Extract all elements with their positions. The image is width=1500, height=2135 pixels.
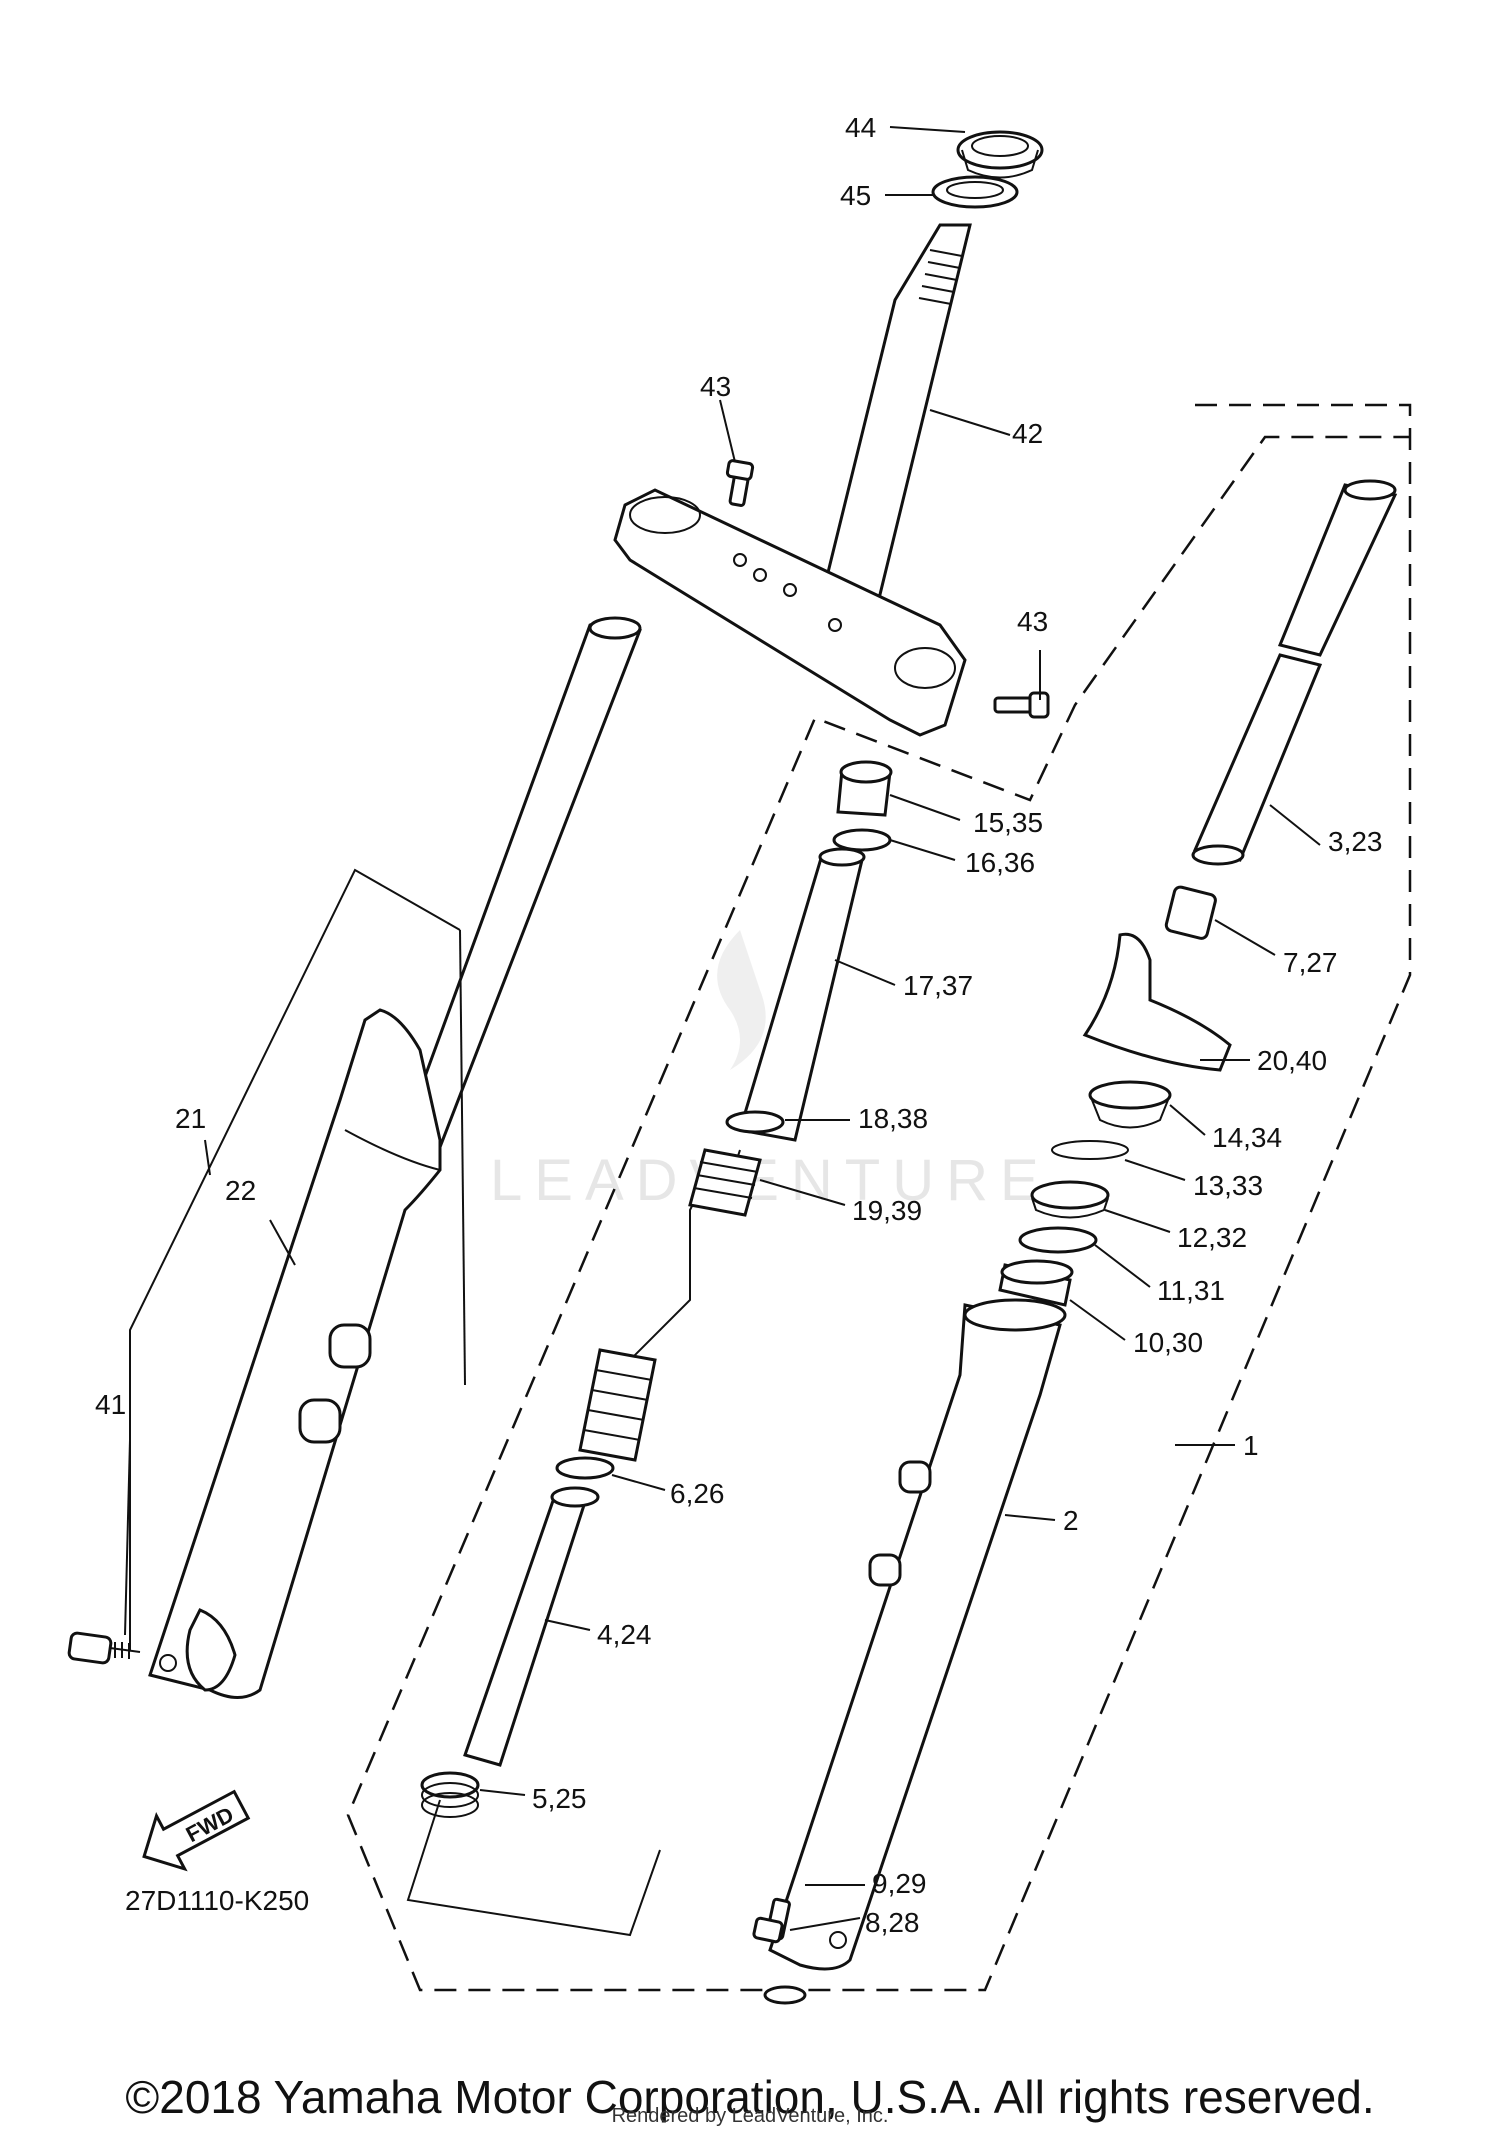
outer-tube-part <box>768 1298 1067 1971</box>
watermark: LEADVENTURE <box>490 1148 1051 1213</box>
callout-14-34: 14,34 <box>1212 1122 1282 1153</box>
callout-6-26: 6,26 <box>670 1478 725 1509</box>
clip-part <box>1051 1140 1129 1160</box>
slide-metal-part <box>998 1259 1074 1307</box>
callout-4-24: 4,24 <box>597 1619 652 1650</box>
fork-spring-part <box>578 1148 762 1462</box>
cap-bolt-part <box>836 760 893 817</box>
spacer-part <box>738 847 866 1142</box>
callout-43: 43 <box>1017 606 1048 637</box>
callout-43: 43 <box>700 371 731 402</box>
callout-44: 44 <box>845 112 876 143</box>
leader-lines <box>124 126 1321 1937</box>
callout-15-35: 15,35 <box>973 807 1043 838</box>
callout-8-28: 8,28 <box>865 1907 920 1938</box>
callout-9-29: 9,29 <box>872 1868 927 1899</box>
copyright-footer: ©2018 Yamaha Motor Corporation, U.S.A. A… <box>125 2071 1375 2123</box>
oil-seal-part <box>1088 1080 1172 1129</box>
callout-3-23: 3,23 <box>1328 826 1383 857</box>
rendered-by-note: Rendered by LeadVenture, Inc. <box>611 2105 889 2127</box>
callout-20-40: 20,40 <box>1257 1045 1327 1076</box>
callout-16-36: 16,36 <box>965 847 1035 878</box>
callout-45: 45 <box>840 180 871 211</box>
callout-21: 21 <box>175 1103 206 1134</box>
callout-10-30: 10,30 <box>1133 1327 1203 1358</box>
dust-cover-part <box>1082 932 1232 1072</box>
bolt-part <box>752 1897 791 1944</box>
watermark-flame-icon <box>717 930 766 1070</box>
callout-18-38: 18,38 <box>858 1103 928 1134</box>
callout-12-32: 12,32 <box>1177 1222 1247 1253</box>
steering-stem-part <box>818 223 972 617</box>
callout-11-31: 11,31 <box>1157 1275 1225 1306</box>
under-bracket-part <box>613 488 967 737</box>
callout-42: 42 <box>1012 418 1043 449</box>
bushing-part <box>1018 1226 1098 1254</box>
diagram-code: 27D1110-K250 <box>125 1885 309 1916</box>
callout-17-37: 17,37 <box>903 970 973 1001</box>
callout-19-39: 19,39 <box>852 1195 922 1226</box>
bearing-part <box>956 130 1044 179</box>
circlip-part <box>555 1456 615 1480</box>
damper-rod-part <box>463 1486 600 1767</box>
washer-part <box>725 1110 785 1134</box>
callout-22: 22 <box>225 1175 256 1206</box>
fork-assembly-part <box>148 616 642 1699</box>
callout-7-27: 7,27 <box>1283 947 1338 978</box>
collar-part <box>1164 885 1217 940</box>
seal-part <box>931 175 1019 209</box>
inner-tube-part <box>1191 479 1398 866</box>
callout-41: 41 <box>95 1389 126 1420</box>
washer-part <box>1030 1180 1110 1219</box>
oil-lock-part <box>420 1771 480 1818</box>
washer-part <box>763 1985 807 2005</box>
callout-2: 2 <box>1063 1505 1079 1536</box>
callout-1: 1 <box>1243 1430 1259 1461</box>
assembly-outline <box>346 403 1412 1992</box>
bolt-part <box>725 459 755 507</box>
callout-5-25: 5,25 <box>532 1783 587 1814</box>
callout-13-33: 13,33 <box>1193 1170 1263 1201</box>
fwd-arrow-icon: FWD <box>142 1789 251 1872</box>
bolt-part <box>67 1631 141 1665</box>
o-ring-part <box>832 828 892 852</box>
